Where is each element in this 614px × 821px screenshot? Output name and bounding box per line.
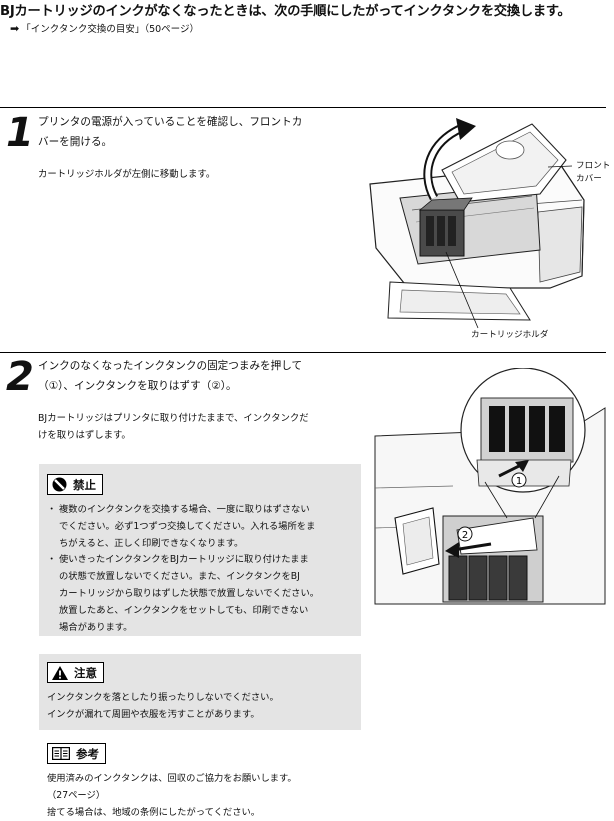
front-cover-callout: フロント カバー xyxy=(576,161,611,184)
caution-label: 注意 xyxy=(47,662,104,683)
page-title: BJカートリッジのインクがなくなったときは、次の手順にしたがってインクタンクを交… xyxy=(0,4,571,19)
reference-link-text: 「インクタンク交換の目安」（50ページ） xyxy=(21,24,199,35)
step-number: 1 xyxy=(6,110,34,156)
section-divider xyxy=(0,107,606,108)
reference-label: 参考 xyxy=(47,743,106,764)
prohibition-label: 禁止 xyxy=(47,474,103,495)
page-reference-link[interactable]: （27ページ） xyxy=(47,790,106,801)
book-icon xyxy=(52,747,70,760)
step-note: カートリッジホルダが左側に移動します。 xyxy=(38,169,216,180)
reference-heading: 参考 xyxy=(47,743,106,764)
step-note: BJカートリッジはプリンタに取り付けたままで、インクタンクだ けを取りはずします… xyxy=(38,413,309,441)
step-marker-2: 2 xyxy=(462,530,468,541)
printer-illustration xyxy=(369,118,585,329)
list-item: ・ 使いきったインクタンクをBJカートリッジに取り付けたまま の状態で放置しない… xyxy=(47,554,320,633)
ink-tank-removal-illustration: 2 1 xyxy=(374,368,606,605)
caution-text: インクタンクを落としたり振ったりしないでください。 インクが漏れて周囲や衣服を汚… xyxy=(47,692,279,720)
reference-link[interactable]: ➡「インクタンク交換の目安」（50ページ） xyxy=(10,21,199,35)
prohibited-icon xyxy=(52,477,67,492)
list-item: ・ 複数のインクタンクを交換する場合、一度に取りはずさない でください。必ず1つ… xyxy=(47,504,316,549)
step-number: 2 xyxy=(6,354,34,400)
prohibition-list: ・ 複数のインクタンクを交換する場合、一度に取りはずさない でください。必ず1つ… xyxy=(47,502,359,636)
step-marker-1: 1 xyxy=(516,476,522,487)
cartridge-holder-callout: カートリッジホルダ xyxy=(471,330,549,340)
arrow-right-icon: ➡ xyxy=(10,22,20,35)
section-divider xyxy=(0,352,606,353)
step-instruction: プリンタの電源が入っていることを確認し、フロントカ バーを開ける。 xyxy=(38,116,303,148)
step-instruction: インクのなくなったインクタンクの固定つまみを押して （①）、インクタンクを取りは… xyxy=(38,360,303,392)
warning-icon xyxy=(52,665,68,680)
caution-box: 注意 インクタンクを落としたり振ったりしないでください。 インクが漏れて周囲や衣… xyxy=(39,654,361,730)
prohibition-box: 禁止 ・ 複数のインクタンクを交換する場合、一度に取りはずさない でください。必… xyxy=(39,464,361,636)
reference-text: 使用済みのインクタンクは、回収のご協力をお願いします。 （27ページ） 捨てる場… xyxy=(47,770,377,821)
